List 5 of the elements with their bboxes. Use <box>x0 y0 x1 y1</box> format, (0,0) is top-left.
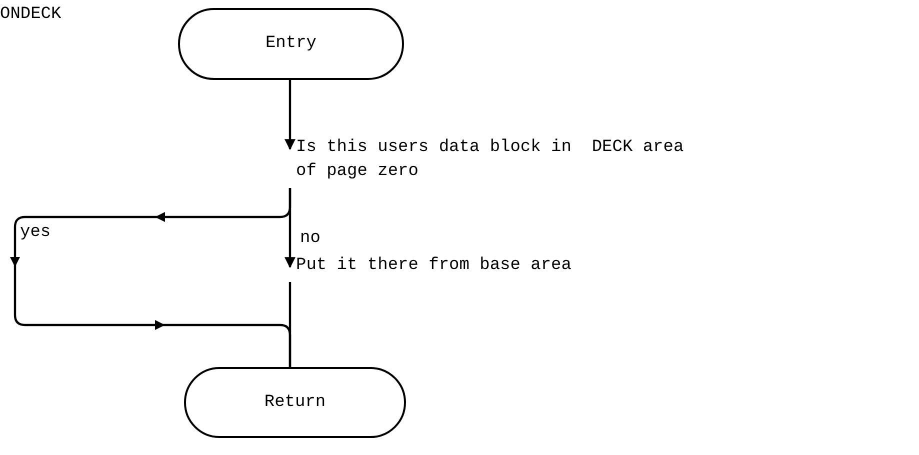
terminal-box: Entry <box>178 8 404 80</box>
terminal-box: Return <box>184 367 406 438</box>
process-text: Is this users data block in DECK area of page zero <box>296 136 692 186</box>
process-text: Put it there from base area <box>296 254 616 280</box>
diagram-title: ONDECK <box>0 4 62 26</box>
